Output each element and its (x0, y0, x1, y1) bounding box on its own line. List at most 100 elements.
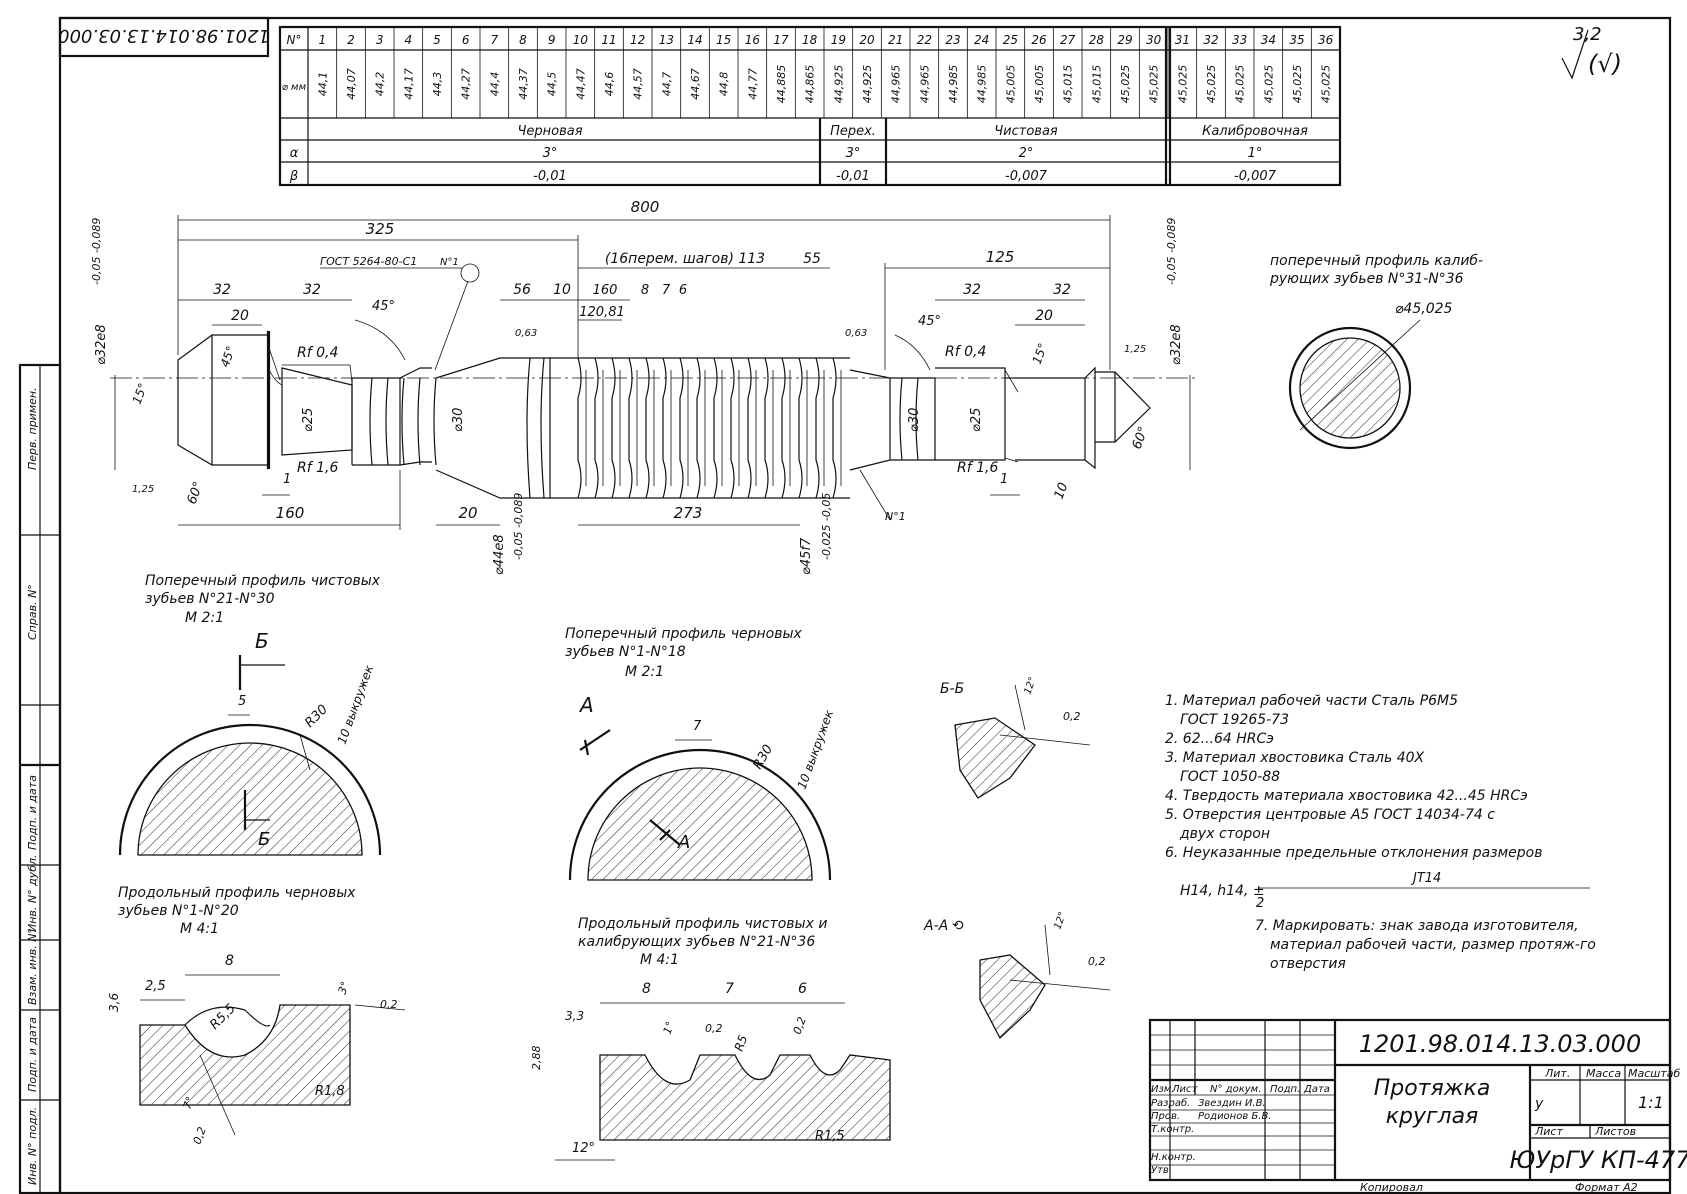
rough-125a: 1,25 (132, 484, 154, 495)
tol44: -0,05 -0,089 (512, 493, 525, 560)
broach-tooth (662, 357, 667, 499)
aa-val: 0,2 (1088, 955, 1106, 968)
tb-format: Формат А2 (1575, 1181, 1638, 1194)
note-3: 3. Материал хвостовика Сталь 40Х (1165, 750, 1425, 766)
lr-r18: R1,8 (315, 1084, 345, 1099)
lr-title-2: зубьев N°1-N°20 (118, 903, 239, 919)
rough-scale: М 2:1 (625, 664, 664, 680)
tooth-number: 11 (601, 33, 616, 47)
tooth-diameter: 44,6 (603, 72, 616, 97)
rough-sec-bot: А (677, 832, 690, 853)
lr-title-1: Продольный профиль черновых (118, 885, 356, 901)
tooth-diameter: 45,005 (1033, 65, 1046, 104)
group-beta-4: -0,007 (1234, 169, 1277, 184)
lr-b02: 0,2 (191, 1125, 209, 1146)
tooth-number: 26 (1031, 33, 1047, 47)
tooth-number: 6 (462, 33, 470, 47)
fine-r: R30 (302, 702, 331, 731)
broach-tooth (577, 357, 582, 499)
group-name-3: Чистовая (994, 124, 1058, 139)
dim-32a: 32 (213, 282, 231, 298)
rough-sec-top: А (578, 693, 594, 717)
rough-063b: 0,63 (845, 328, 867, 339)
tb-razrab: Разраб. (1151, 1097, 1190, 1109)
tooth-number: 31 (1175, 33, 1190, 47)
tooth-number: 30 (1146, 33, 1162, 47)
note-6-den: 2 (1256, 896, 1264, 911)
tb-code: 1201.98.014.13.03.000 (1359, 1030, 1641, 1058)
tooth-diameter: 44,2 (374, 72, 387, 97)
teeth-table: N° ⌀ мм α β 144,1244,07344,2444,17544,36… (278, 25, 1342, 187)
tooth-diameter: 44,925 (861, 65, 874, 104)
aa-angle: 12° (1052, 911, 1068, 931)
tooth-number: 16 (745, 33, 761, 47)
tooth-number: 25 (1003, 33, 1018, 47)
broach-tooth (696, 357, 701, 499)
lf-title-1: Продольный профиль чистовых и (578, 916, 827, 932)
broach-tooth (713, 357, 718, 499)
long-rough: Продольный профиль черновых зубьев N°1-N… (107, 885, 406, 1146)
phi25-right: ⌀25 (969, 408, 984, 432)
row-label-b: β (289, 169, 298, 184)
tooth-diameter: 45,025 (1205, 65, 1218, 104)
aa-title: А-А ⟲ (923, 918, 964, 934)
rough-r: R30 (750, 742, 776, 772)
lf-d6: 6 (798, 981, 807, 997)
tooth-number: 14 (687, 33, 702, 47)
rough-n: 10 выкружек (795, 708, 837, 792)
phi25-left: ⌀25 (301, 408, 316, 432)
tooth-number: 21 (888, 33, 903, 47)
tooth-number: 24 (974, 33, 989, 47)
lf-v02b: 0,2 (791, 1015, 809, 1036)
fine-sec-top: Б (255, 629, 269, 653)
note-6: 6. Неуказанные предельные отклонения раз… (1165, 845, 1543, 861)
tooth-number: 1 (319, 33, 327, 47)
mark-no1: N°1 (440, 257, 459, 268)
tooth-diameter: 44,8 (718, 72, 731, 97)
tooth-diameter: 44,37 (517, 68, 530, 100)
tooth-number: 32 (1203, 33, 1218, 47)
broach-main-view (110, 330, 1195, 499)
tooth-diameter: 44,17 (402, 68, 415, 100)
tooth-diameter: 45,025 (1320, 65, 1333, 104)
tooth-number: 4 (405, 33, 413, 47)
broach-tooth (679, 357, 684, 499)
phi45: ⌀45f7 (799, 537, 814, 575)
group-name-4: Калибровочная (1202, 124, 1308, 139)
rf16-right: Rf 1,6 (957, 460, 998, 476)
angle-45b: 45° (918, 314, 941, 329)
group-alpha-3: 2° (1019, 146, 1034, 161)
dim-6: 6 (679, 283, 687, 298)
tb-lit-val: у (1534, 1096, 1544, 1112)
group-alpha-1: 3° (543, 146, 558, 161)
tooth-diameter: 44,3 (431, 72, 444, 97)
tooth-diameter: 44,1 (316, 72, 329, 97)
dim-160: 160 (276, 504, 305, 522)
lr-d25: 2,5 (145, 979, 166, 994)
tb-hdr-4: Подп. (1270, 1084, 1300, 1095)
rough-125b: 1,25 (1124, 344, 1146, 355)
tooth-number: 27 (1060, 33, 1076, 47)
strip-label-7: Инв. N° подл. (26, 1107, 39, 1185)
angle-15b: 15° (1030, 341, 1050, 366)
rough-title-2: зубьев N°1-N°18 (565, 644, 686, 660)
lr-d8: 8 (225, 953, 234, 969)
tooth-number: 17 (773, 33, 789, 47)
angle-45: 45° (372, 299, 395, 314)
broach-tooth (798, 357, 803, 499)
tb-name-1: Протяжка (1374, 1076, 1491, 1101)
tooth-diameter: 44,865 (804, 65, 817, 104)
strip-label-6: Подп. и дата (26, 1017, 39, 1092)
strip-label-2: Справ. N° (26, 584, 39, 640)
tooth-number: 2 (347, 33, 355, 47)
tooth-diameter: 44,27 (460, 68, 473, 100)
section-bb: Б-Б 12° 0,2 (940, 676, 1091, 799)
tb-hdr-5: Дата (1303, 1084, 1330, 1095)
dim-32b: 32 (303, 282, 321, 298)
dim-32d: 32 (1053, 282, 1071, 298)
tooth-diameter: 44,47 (574, 68, 587, 100)
tooth-number: 15 (716, 33, 731, 47)
lf-d288: 2,88 (530, 1046, 543, 1071)
rough-w: 7 (693, 719, 702, 734)
